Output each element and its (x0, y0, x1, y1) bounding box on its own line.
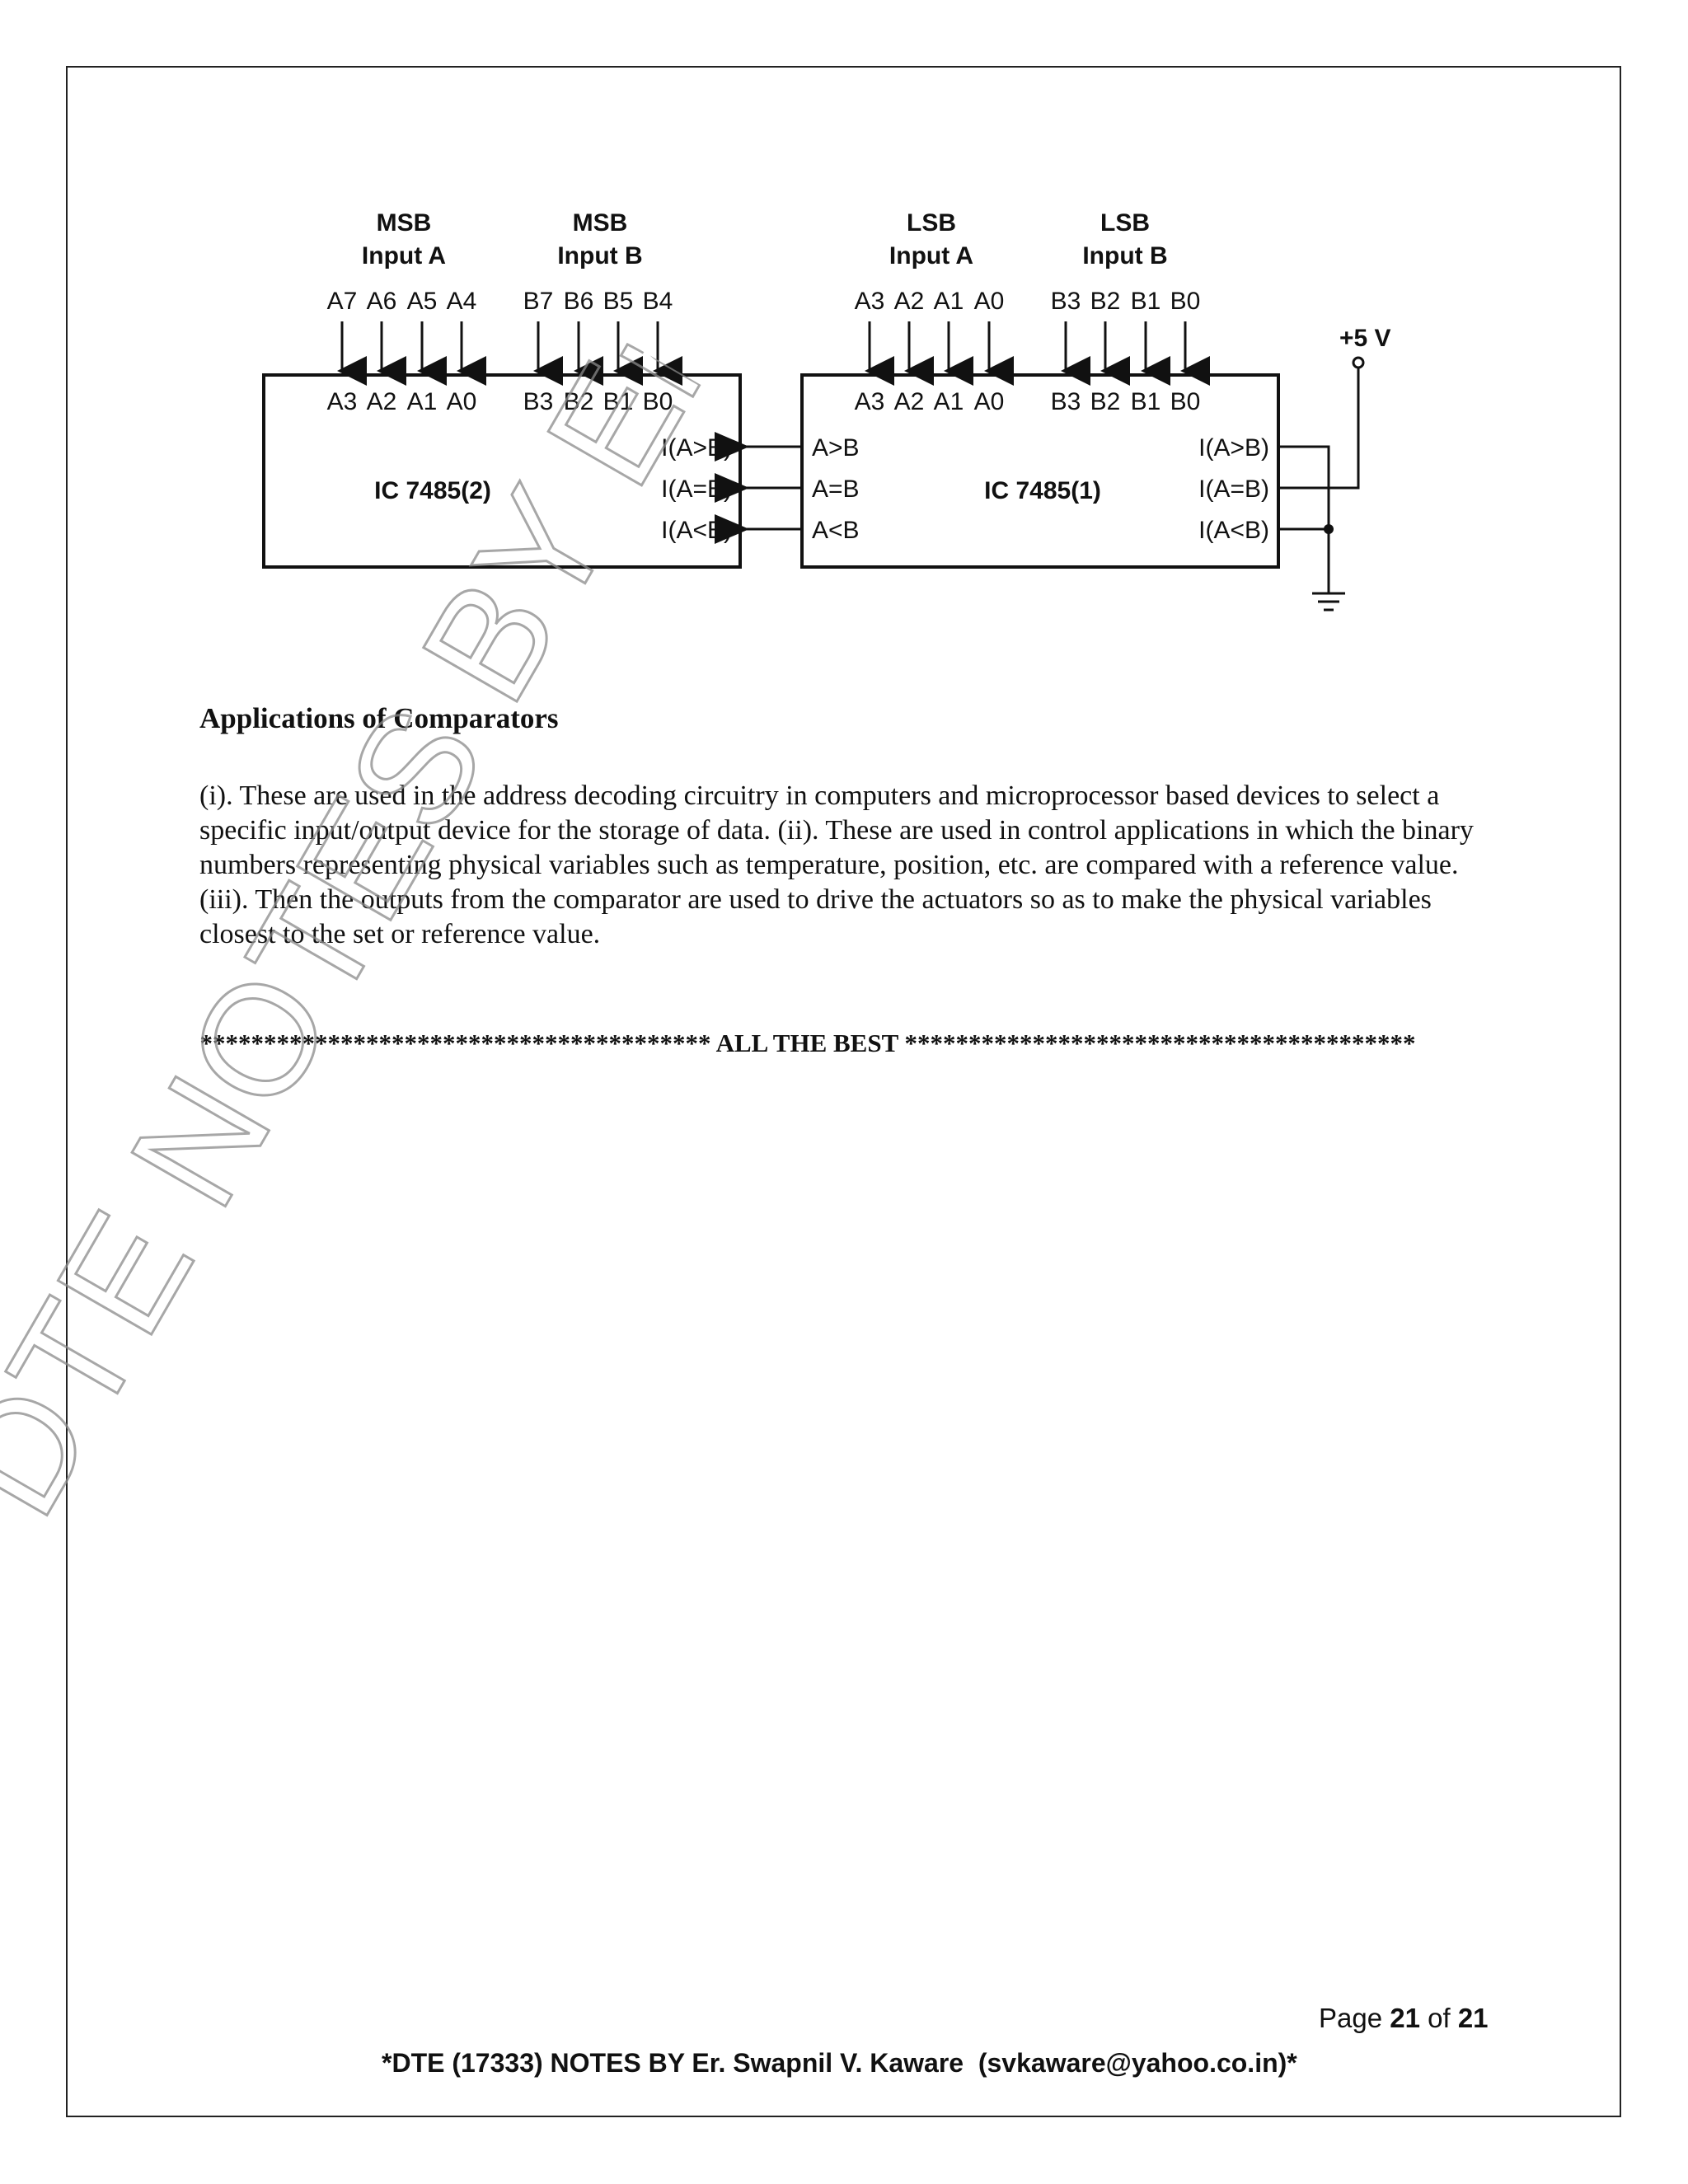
ic1-group-b-label-1: LSB (1100, 209, 1150, 237)
ic2-pin-a1: A1 (407, 388, 438, 415)
page-border (66, 66, 1621, 2117)
ic1-input-a3: A3 (855, 288, 885, 315)
ic2-group-a-label-1: MSB (377, 209, 432, 237)
input-arrows (337, 321, 1210, 386)
page-of: of (1419, 2003, 1458, 2033)
page-prefix: Page (1319, 2003, 1390, 2033)
ic2-pin-a3: A3 (327, 388, 358, 415)
all-the-best-text: ALL THE BEST (710, 1029, 905, 1057)
comparator-cascade-diagram: MSB Input A MSB Input B LSB Input A LSB … (247, 206, 1418, 635)
ic2-input-b5: B5 (603, 288, 634, 315)
ic2-input-a6: A6 (367, 288, 397, 315)
ic2-input-a4: A4 (447, 288, 477, 315)
ic2-input-b6: B6 (564, 288, 594, 315)
ic1-pin-a2: A2 (894, 388, 925, 415)
ic1-pin-b1: B1 (1131, 388, 1161, 415)
ic2-input-b4: B4 (643, 288, 673, 315)
ic2-group-b-label-1: MSB (573, 209, 628, 237)
ic1-cascade-gt: I(A>B) (1198, 434, 1269, 462)
all-the-best-line: ****************************************… (140, 1029, 1475, 1058)
page-number: Page 21 of 21 (1319, 2003, 1489, 2034)
ic1-group-b-label-2: Input B (1082, 242, 1167, 269)
inter-ic-wires (715, 432, 802, 544)
ic1-pin-a0: A0 (974, 388, 1005, 415)
ic1-input-b3: B3 (1051, 288, 1081, 315)
page-current: 21 (1390, 2003, 1420, 2033)
ic2-pin-b2: B2 (564, 388, 594, 415)
ic1-pin-a3: A3 (855, 388, 885, 415)
ic2-cascade-lt: I(A<B) (661, 517, 732, 544)
ic1-name: IC 7485(1) (984, 477, 1101, 504)
ic1-input-a0: A0 (974, 288, 1005, 315)
supply-terminal (1352, 356, 1365, 369)
section-paragraph: (i). These are used in the address decod… (199, 780, 1474, 949)
ic2-pin-a2: A2 (367, 388, 397, 415)
ic1-input-a2: A2 (894, 288, 925, 315)
ic1-group-a-label-2: Input A (889, 242, 973, 269)
ic2-pin-b1: B1 (603, 388, 634, 415)
ic1-pin-b3: B3 (1051, 388, 1081, 415)
ic1-input-b1: B1 (1131, 288, 1161, 315)
ic1-pin-a1: A1 (934, 388, 964, 415)
ic2-pin-a0: A0 (447, 388, 477, 415)
ic1-cascade-lt: I(A<B) (1198, 517, 1269, 544)
ic2-name: IC 7485(2) (374, 477, 491, 504)
footer-credit: *DTE (17333) NOTES BY Er. Swapnil V. Kaw… (382, 2048, 1297, 2078)
ic2-input-b7: B7 (523, 288, 554, 315)
ic1-output-lt: A<B (812, 517, 860, 544)
ic1-group-a-label-1: LSB (907, 209, 956, 237)
ic2-input-a7: A7 (327, 288, 358, 315)
ic2-box (262, 373, 742, 569)
stars-right: **************************************** (904, 1029, 1416, 1057)
ic1-input-a1: A1 (934, 288, 964, 315)
tieoff-wires (1278, 367, 1360, 612)
ic1-pin-b0: B0 (1170, 388, 1201, 415)
section-title: Applications of Comparators (199, 702, 559, 734)
section-body: (i). These are used in the address decod… (199, 779, 1502, 952)
ic2-pin-b3: B3 (523, 388, 554, 415)
ic1-cascade-eq: I(A=B) (1198, 476, 1269, 503)
ic1-input-b2: B2 (1090, 288, 1121, 315)
ic1-output-gt: A>B (812, 434, 860, 462)
ic2-group-a-label-2: Input A (362, 242, 446, 269)
junction-dot (1324, 524, 1334, 534)
page-total: 21 (1457, 2003, 1489, 2033)
ic1-box (800, 373, 1280, 569)
supply-label: +5 V (1339, 325, 1391, 352)
stars-left: **************************************** (199, 1029, 711, 1057)
ic2-pin-b0: B0 (643, 388, 673, 415)
diagram-svg: MSB Input A MSB Input B LSB Input A LSB … (262, 209, 1391, 612)
ic1-input-b0: B0 (1170, 288, 1201, 315)
ic1-output-eq: A=B (812, 476, 860, 503)
ic1-pin-b2: B2 (1090, 388, 1121, 415)
ic2-group-b-label-2: Input B (557, 242, 642, 269)
ic2-input-a5: A5 (407, 288, 438, 315)
